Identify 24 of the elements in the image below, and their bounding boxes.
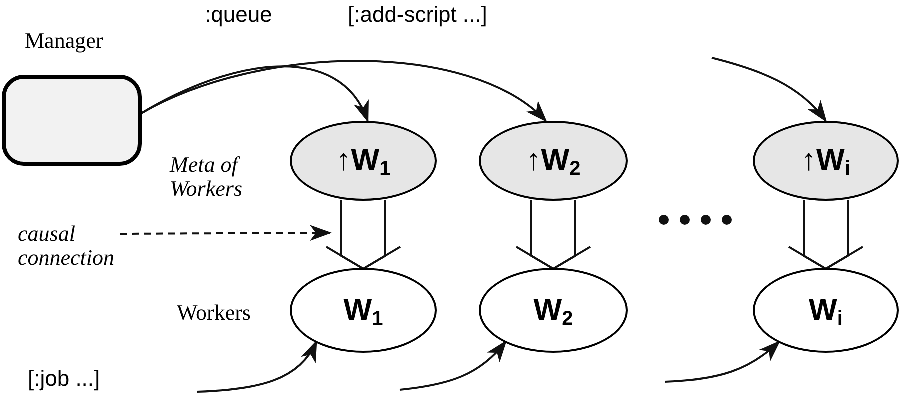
arrow bbox=[400, 340, 508, 391]
worker-label: ↑W$_{2}$ bbox=[526, 146, 581, 176]
arrow bbox=[664, 340, 781, 383]
worker-label: ↑W$_{i}$ bbox=[802, 146, 850, 176]
row-label: Workers bbox=[177, 302, 251, 324]
double-arrow bbox=[788, 199, 864, 270]
worker-label: ↑W$_{1}$ bbox=[336, 146, 391, 176]
worker-label: W$_{i}$ bbox=[809, 296, 843, 326]
dashed-arrow bbox=[120, 225, 332, 242]
message-label: [:add-script ...] bbox=[348, 4, 488, 26]
worker-label: W$_{1}$ bbox=[344, 296, 384, 326]
arrow bbox=[142, 66, 369, 123]
message-label: :queue bbox=[205, 4, 272, 26]
manager-box bbox=[2, 75, 142, 166]
worker-label: W$_{2}$ bbox=[534, 296, 574, 326]
message-label: [:job ...] bbox=[28, 368, 100, 390]
message-label: Meta of Workers bbox=[170, 153, 244, 201]
node-heading: Manager bbox=[25, 30, 104, 52]
double-arrow bbox=[326, 199, 402, 270]
arrow bbox=[196, 340, 318, 393]
double-arrow bbox=[516, 199, 592, 270]
arrow bbox=[712, 57, 828, 123]
arrow bbox=[142, 60, 548, 122]
annotation-text: causal connection bbox=[18, 222, 148, 270]
